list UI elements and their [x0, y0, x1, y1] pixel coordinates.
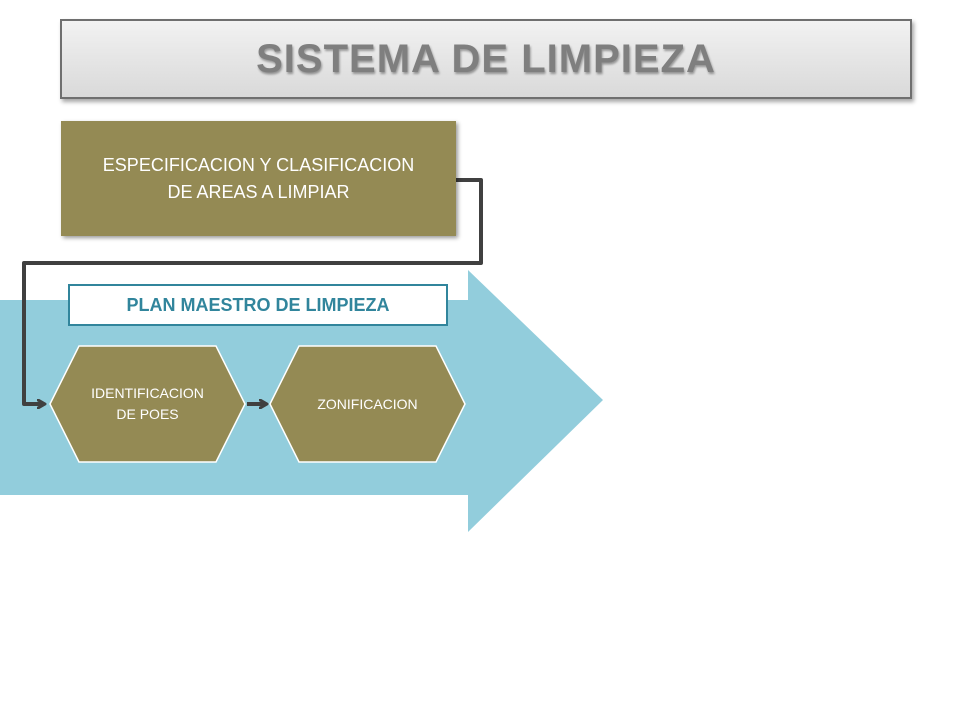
spec-box-line2: DE AREAS A LIMPIAR	[167, 181, 350, 202]
spec-box-line1: ESPECIFICACION Y CLASIFICACION	[102, 154, 415, 175]
spec-box: ESPECIFICACION Y CLASIFICACION DE AREAS …	[61, 121, 456, 236]
step-label-line1: ZONIFICACION	[317, 395, 418, 412]
plan-label: PLAN MAESTRO DE LIMPIEZA	[126, 294, 390, 315]
step-label-line1: IDENTIFICACION	[91, 385, 204, 401]
title-box: SISTEMA DE LIMPIEZA	[60, 19, 912, 99]
plan-label-box: PLAN MAESTRO DE LIMPIEZA	[68, 284, 448, 326]
step-label-zonificacion: ZONIFICACION	[280, 346, 455, 462]
page-title: SISTEMA DE LIMPIEZA	[256, 36, 716, 81]
step-label-identificacion: IDENTIFICACION DE POES	[60, 346, 235, 462]
step-label-line2: DE POES	[116, 406, 179, 422]
step-hexagon-zonificacion	[269, 345, 466, 463]
step-hexagon-identificacion	[49, 345, 246, 463]
connector-line	[22, 178, 483, 404]
